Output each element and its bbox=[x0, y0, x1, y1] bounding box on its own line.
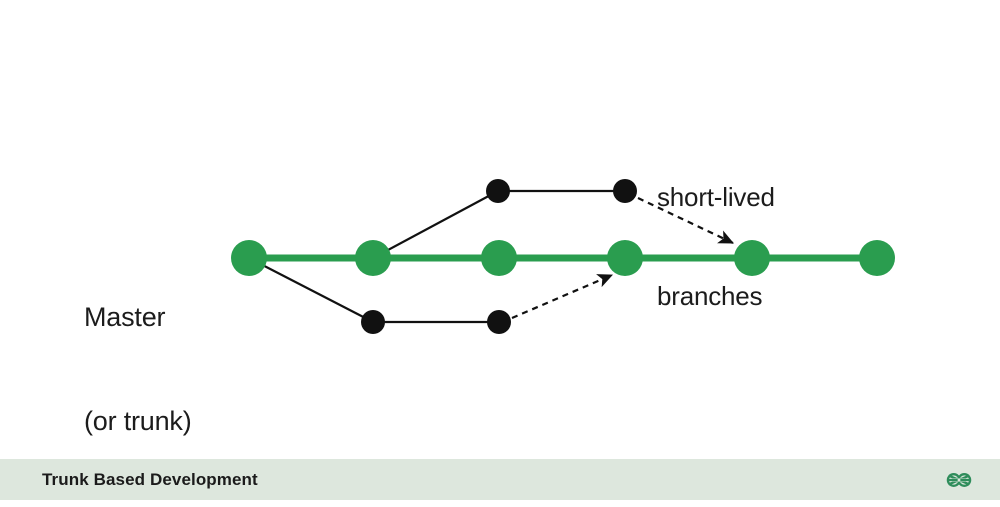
lower-branch-fork-line bbox=[248, 257, 374, 323]
trunk-commit-node[interactable] bbox=[481, 240, 517, 276]
lower-branch-merge-arrow bbox=[511, 273, 614, 320]
short-lived-branches-label-line-2: branches bbox=[657, 281, 763, 312]
upper-branch-commit-node[interactable] bbox=[613, 179, 637, 203]
trunk-commit-node[interactable] bbox=[231, 240, 267, 276]
trunk-commit-node[interactable] bbox=[734, 240, 770, 276]
upper-branch-commit-node[interactable] bbox=[486, 179, 510, 203]
lower-branch-commit-node[interactable] bbox=[487, 310, 511, 334]
trunk-commit-node[interactable] bbox=[355, 240, 391, 276]
lower-branch-commit-node[interactable] bbox=[361, 310, 385, 334]
master-trunk-label: Master (or trunk) bbox=[84, 231, 192, 507]
trunk-commit-node[interactable] bbox=[859, 240, 895, 276]
master-trunk-label-line-1: Master bbox=[84, 302, 166, 333]
footer-bar: Trunk Based Development bbox=[0, 459, 1000, 500]
geeksforgeeks-logo bbox=[946, 472, 972, 487]
upper-branch-fork-line bbox=[372, 190, 499, 259]
trunk-commit-node[interactable] bbox=[607, 240, 643, 276]
trunk-based-development-diagram bbox=[231, 179, 895, 334]
short-lived-branches-label: short-lived branches bbox=[657, 114, 775, 380]
footer-title: Trunk Based Development bbox=[42, 469, 258, 489]
master-trunk-label-line-2: (or trunk) bbox=[84, 405, 192, 436]
short-lived-branches-label-line-1: short-lived bbox=[657, 181, 775, 212]
